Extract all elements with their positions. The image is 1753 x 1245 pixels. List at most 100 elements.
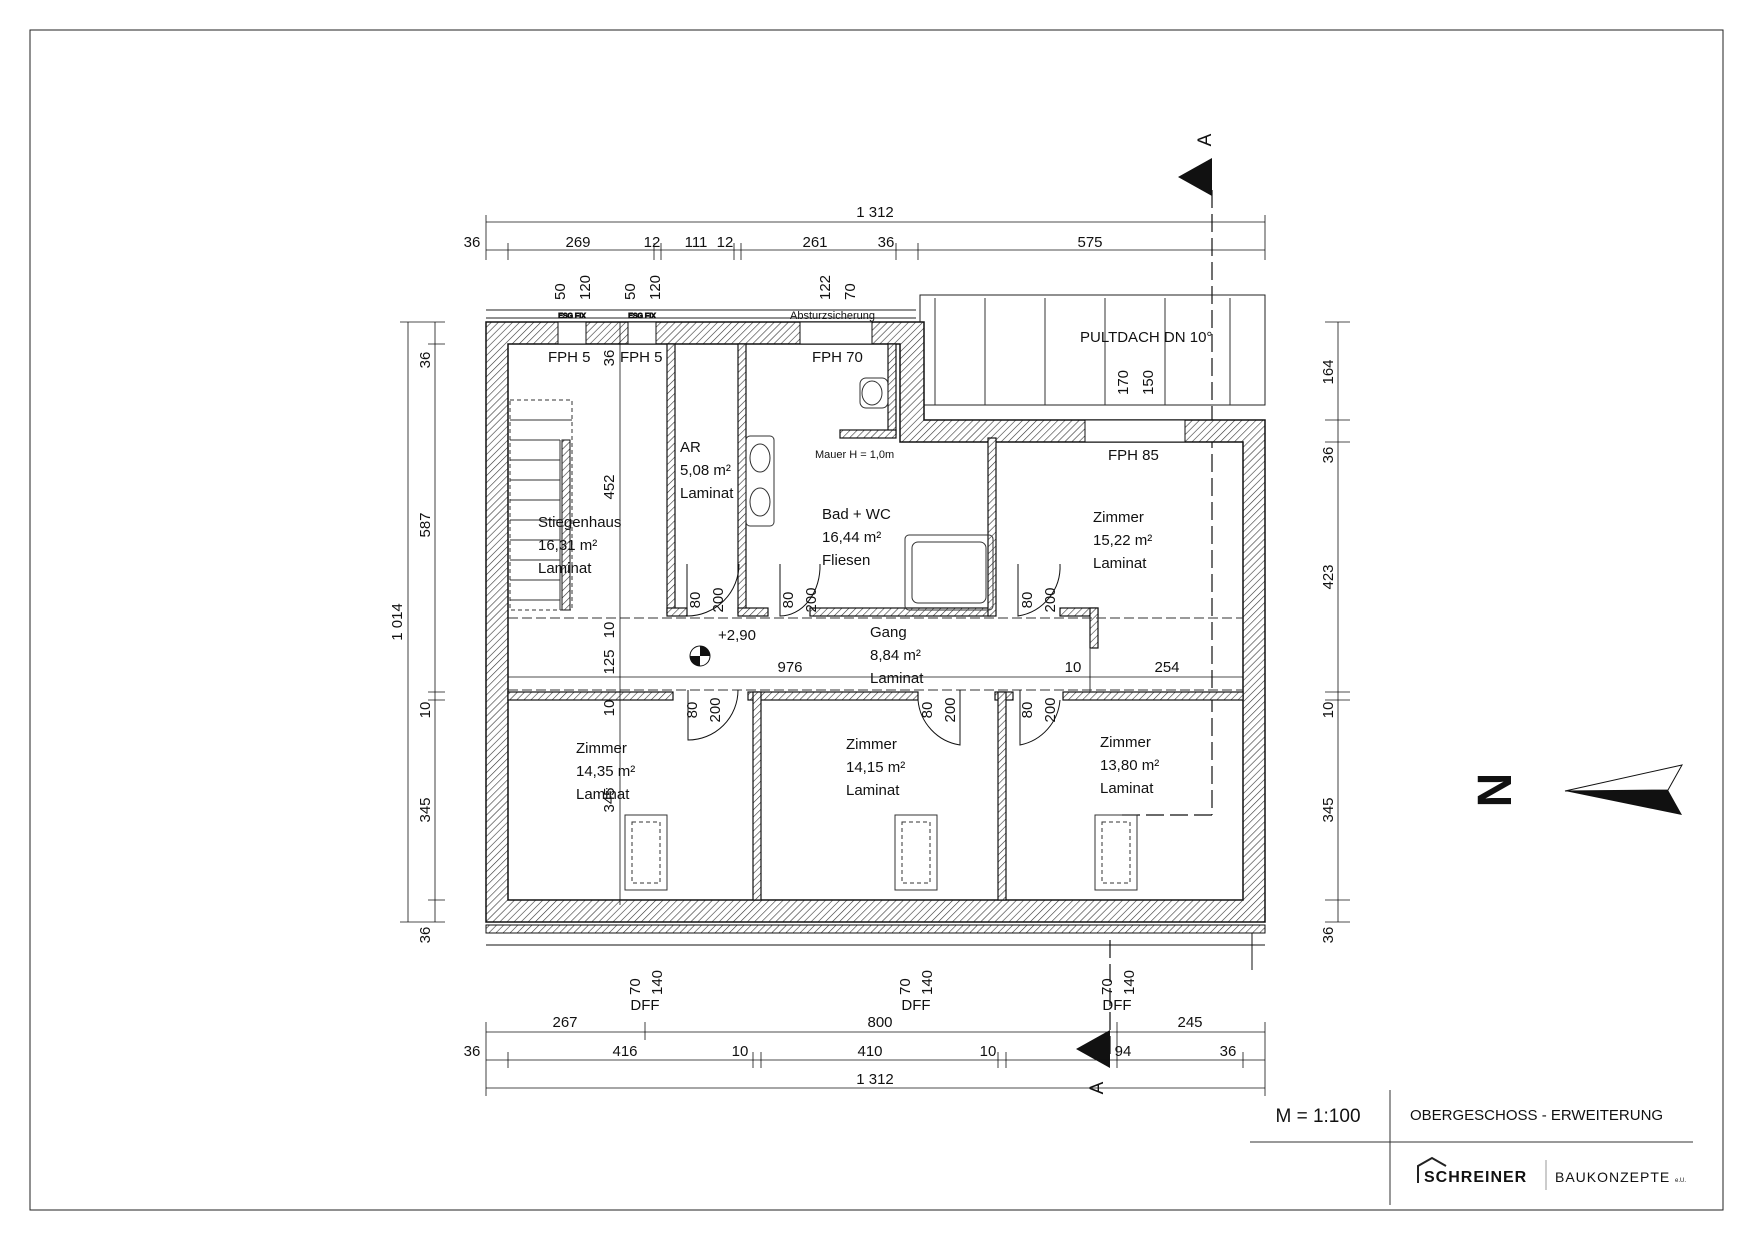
dim-top-labels: 36 269 12 111 12 261 36 575 — [464, 234, 1103, 251]
svg-text:254: 254 — [1154, 659, 1179, 676]
window-label-fph85: FPH 85 — [1108, 447, 1159, 464]
svg-text:36: 36 — [464, 234, 481, 251]
dim-bottom-labels: 267 800 245 36 416 10 410 10 94 36 1 312 — [464, 1014, 1237, 1088]
skylight-label-1: DFF — [630, 997, 659, 1014]
svg-text:12: 12 — [644, 234, 661, 251]
svg-text:5,08 m²: 5,08 m² — [680, 462, 731, 479]
svg-text:423: 423 — [1320, 564, 1337, 589]
svg-text:261: 261 — [802, 234, 827, 251]
svg-text:14,15 m²: 14,15 m² — [846, 759, 905, 776]
svg-text:125: 125 — [601, 649, 618, 674]
svg-text:10: 10 — [1320, 702, 1337, 719]
svg-text:50: 50 — [552, 283, 569, 300]
svg-text:70: 70 — [1099, 978, 1116, 995]
svg-text:200: 200 — [707, 697, 724, 722]
svg-text:416: 416 — [612, 1043, 637, 1060]
svg-text:Laminat: Laminat — [538, 560, 592, 577]
esg-label-2: ESG FIX — [628, 313, 656, 320]
svg-text:10: 10 — [601, 700, 618, 717]
svg-text:575: 575 — [1077, 234, 1102, 251]
svg-text:200: 200 — [1042, 587, 1059, 612]
svg-text:AR: AR — [680, 439, 701, 456]
svg-text:70: 70 — [627, 978, 644, 995]
exterior-walls — [485, 321, 1266, 970]
dimension-bottom — [485, 1022, 1266, 1096]
brand-suffix-small: e.U. — [1675, 1178, 1686, 1184]
top-windows: ESG FIX ESG FIX — [557, 313, 1186, 443]
svg-text:140: 140 — [919, 970, 936, 995]
svg-text:269: 269 — [565, 234, 590, 251]
room-zimmer-ne: Zimmer 15,22 m² Laminat — [1093, 509, 1152, 572]
svg-text:976: 976 — [777, 659, 802, 676]
svg-text:200: 200 — [942, 697, 959, 722]
corridor-lines — [508, 617, 1243, 692]
window-label-fph5-1: FPH 5 — [548, 349, 591, 366]
svg-text:10: 10 — [980, 1043, 997, 1060]
svg-text:8,84 m²: 8,84 m² — [870, 647, 921, 664]
skylights — [624, 814, 1138, 891]
svg-text:13,80 m²: 13,80 m² — [1100, 757, 1159, 774]
svg-text:200: 200 — [1042, 697, 1059, 722]
svg-text:120: 120 — [647, 275, 664, 300]
north-label: N — [1469, 773, 1522, 808]
room-bad-wc: Bad + WC 16,44 m² Fliesen — [822, 506, 891, 569]
svg-text:Fliesen: Fliesen — [822, 552, 870, 569]
level-marker: +2,90 — [689, 627, 756, 667]
room-zimmer-se: Zimmer 13,80 m² Laminat — [1100, 734, 1159, 797]
svg-text:16,44 m²: 16,44 m² — [822, 529, 881, 546]
room-zimmer-s: Zimmer 14,15 m² Laminat — [846, 736, 905, 799]
svg-text:1 014: 1 014 — [389, 603, 406, 641]
dimension-inner — [508, 322, 1243, 905]
dim-top-vertical-labels: 50 120 50 120 122 70 170 150 — [552, 275, 1157, 395]
section-line: A A — [1076, 133, 1216, 1094]
svg-text:452: 452 — [601, 474, 618, 499]
svg-text:36: 36 — [601, 350, 618, 367]
svg-text:122: 122 — [817, 275, 834, 300]
svg-text:36: 36 — [417, 927, 434, 944]
window-label-fph5-2: FPH 5 — [620, 349, 663, 366]
wall-note: Mauer H = 1,0m — [815, 449, 894, 461]
svg-text:410: 410 — [857, 1043, 882, 1060]
svg-text:36: 36 — [1320, 447, 1337, 464]
svg-text:245: 245 — [1177, 1014, 1202, 1031]
section-label-top: A — [1195, 133, 1216, 146]
svg-text:15,22 m²: 15,22 m² — [1093, 532, 1152, 549]
dim-right-labels: 164 36 423 10 345 36 — [1320, 359, 1337, 943]
svg-text:36: 36 — [464, 1043, 481, 1060]
svg-text:Laminat: Laminat — [576, 786, 630, 803]
svg-text:80: 80 — [1019, 702, 1036, 719]
door-dim-labels: 80 200 80 200 80 200 80 200 80 200 80 20… — [684, 587, 1059, 722]
svg-text:36: 36 — [417, 352, 434, 369]
svg-text:16,31 m²: 16,31 m² — [538, 537, 597, 554]
svg-text:200: 200 — [710, 587, 727, 612]
dim-bottom-vertical-labels: 70 140 70 140 70 140 — [627, 970, 1138, 995]
svg-text:120: 120 — [577, 275, 594, 300]
svg-text:80: 80 — [919, 702, 936, 719]
svg-text:170: 170 — [1115, 370, 1132, 395]
svg-text:36: 36 — [1320, 927, 1337, 944]
doors — [686, 563, 1061, 746]
room-zimmer-sw: Zimmer 14,35 m² Laminat — [576, 740, 635, 803]
svg-text:150: 150 — [1140, 370, 1157, 395]
interior-walls — [507, 343, 1244, 901]
svg-text:Laminat: Laminat — [680, 485, 734, 502]
svg-text:10: 10 — [601, 622, 618, 639]
svg-text:Bad + WC: Bad + WC — [822, 506, 891, 523]
svg-text:10: 10 — [1065, 659, 1082, 676]
dim-top-total: 1 312 — [856, 204, 894, 221]
svg-text:80: 80 — [1019, 592, 1036, 609]
svg-text:Laminat: Laminat — [1093, 555, 1147, 572]
svg-text:140: 140 — [1121, 970, 1138, 995]
svg-text:36: 36 — [1220, 1043, 1237, 1060]
svg-text:267: 267 — [552, 1014, 577, 1031]
room-gang: Gang 8,84 m² Laminat — [870, 624, 924, 687]
svg-text:345: 345 — [601, 787, 618, 812]
brand-logo: SCHREINER BAUKONZEPTE e.U. — [1417, 1156, 1686, 1190]
svg-text:140: 140 — [649, 970, 666, 995]
svg-text:Stiegenhaus: Stiegenhaus — [538, 514, 621, 531]
sheet-border — [29, 29, 1724, 1211]
dim-left-labels: 1 014 36 587 10 345 36 — [389, 352, 434, 944]
window-label-fph70: FPH 70 — [812, 349, 863, 366]
svg-text:80: 80 — [780, 592, 797, 609]
svg-text:345: 345 — [417, 797, 434, 822]
